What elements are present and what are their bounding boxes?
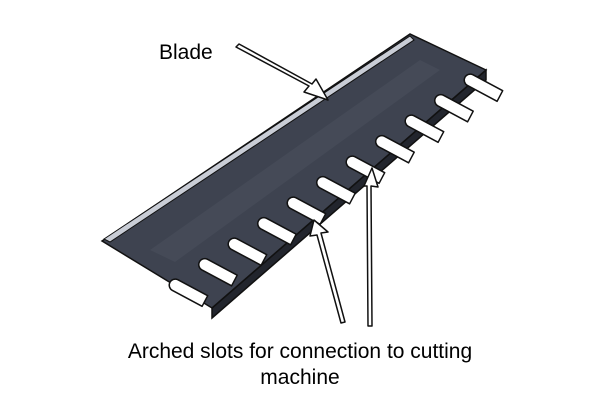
- slots-label: Arched slots for connection to cutting m…: [127, 340, 473, 389]
- arched-slot: [197, 257, 238, 287]
- arched-slot: [256, 216, 297, 246]
- arched-slot: [168, 278, 209, 308]
- blade-sheen: [150, 60, 440, 262]
- slot-arrow-left: [309, 219, 346, 324]
- blade-cutting-edge: [103, 35, 415, 243]
- arched-slot: [315, 175, 356, 205]
- arched-slot: [286, 196, 327, 226]
- arched-slot: [404, 114, 445, 144]
- arched-slot: [374, 134, 415, 164]
- slot-arrow-right: [363, 167, 379, 327]
- arched-slot: [227, 237, 268, 267]
- blade-label: Blade: [159, 41, 213, 64]
- arched-slot: [463, 73, 504, 103]
- arched-slot: [433, 93, 474, 123]
- blade-arrow: [235, 43, 329, 101]
- arched-slots: [168, 73, 504, 308]
